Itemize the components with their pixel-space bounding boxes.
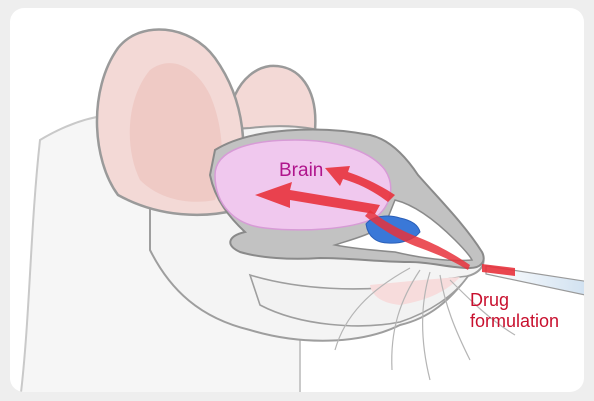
drug-formulation-label-line1: Drug [470,290,509,310]
drug-formulation-label-line2: formulation [470,311,559,331]
mouse-nasal-delivery-diagram: Brain Drug formulation [10,8,584,392]
brain-label: Brain [279,160,323,181]
illustration-card: Brain Drug formulation [10,8,584,392]
